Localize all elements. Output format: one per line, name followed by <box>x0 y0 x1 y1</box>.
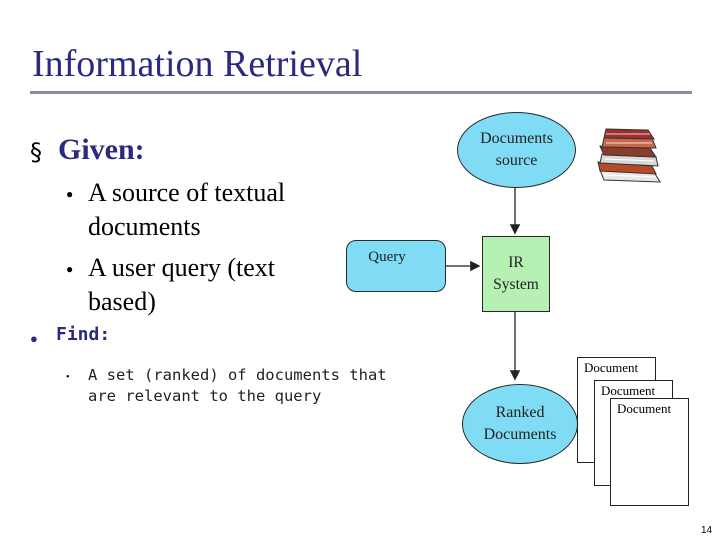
documents-source-node: Documents source <box>457 112 576 188</box>
document-page-label: Document <box>601 383 656 398</box>
slide-title: Information Retrieval <box>32 43 363 85</box>
query-node: Query <box>346 240 446 292</box>
page-number: 14 <box>701 525 713 536</box>
given-bullet-marker: § <box>30 138 42 166</box>
given-item-marker: ● <box>66 187 74 201</box>
find-label: Find: <box>56 324 111 345</box>
document-page: Document <box>610 398 689 506</box>
ranked-documents-node: Ranked Documents <box>462 384 578 464</box>
ir-system-node: IR System <box>482 236 550 312</box>
given-item-query: A user query (text based) <box>88 253 276 316</box>
given-item-source: A source of textual documents <box>88 178 286 241</box>
find-item-marker: • <box>66 372 70 383</box>
find-item-ranked-set: A set (ranked) of documents that are rel… <box>88 366 387 405</box>
document-page-label: Document <box>617 401 672 416</box>
stack-of-books-icon <box>597 128 661 183</box>
title-divider <box>30 91 692 94</box>
documents-source-label: Documents source <box>480 130 553 169</box>
find-bullet-marker: ● <box>30 331 38 346</box>
ranked-documents-label: Ranked Documents <box>483 404 557 443</box>
given-label: Given: <box>58 133 145 166</box>
query-label: Query <box>368 249 406 265</box>
ir-system-label: IR System <box>493 254 539 293</box>
document-page-label: Document <box>584 360 639 375</box>
given-item-marker: ● <box>66 262 74 276</box>
